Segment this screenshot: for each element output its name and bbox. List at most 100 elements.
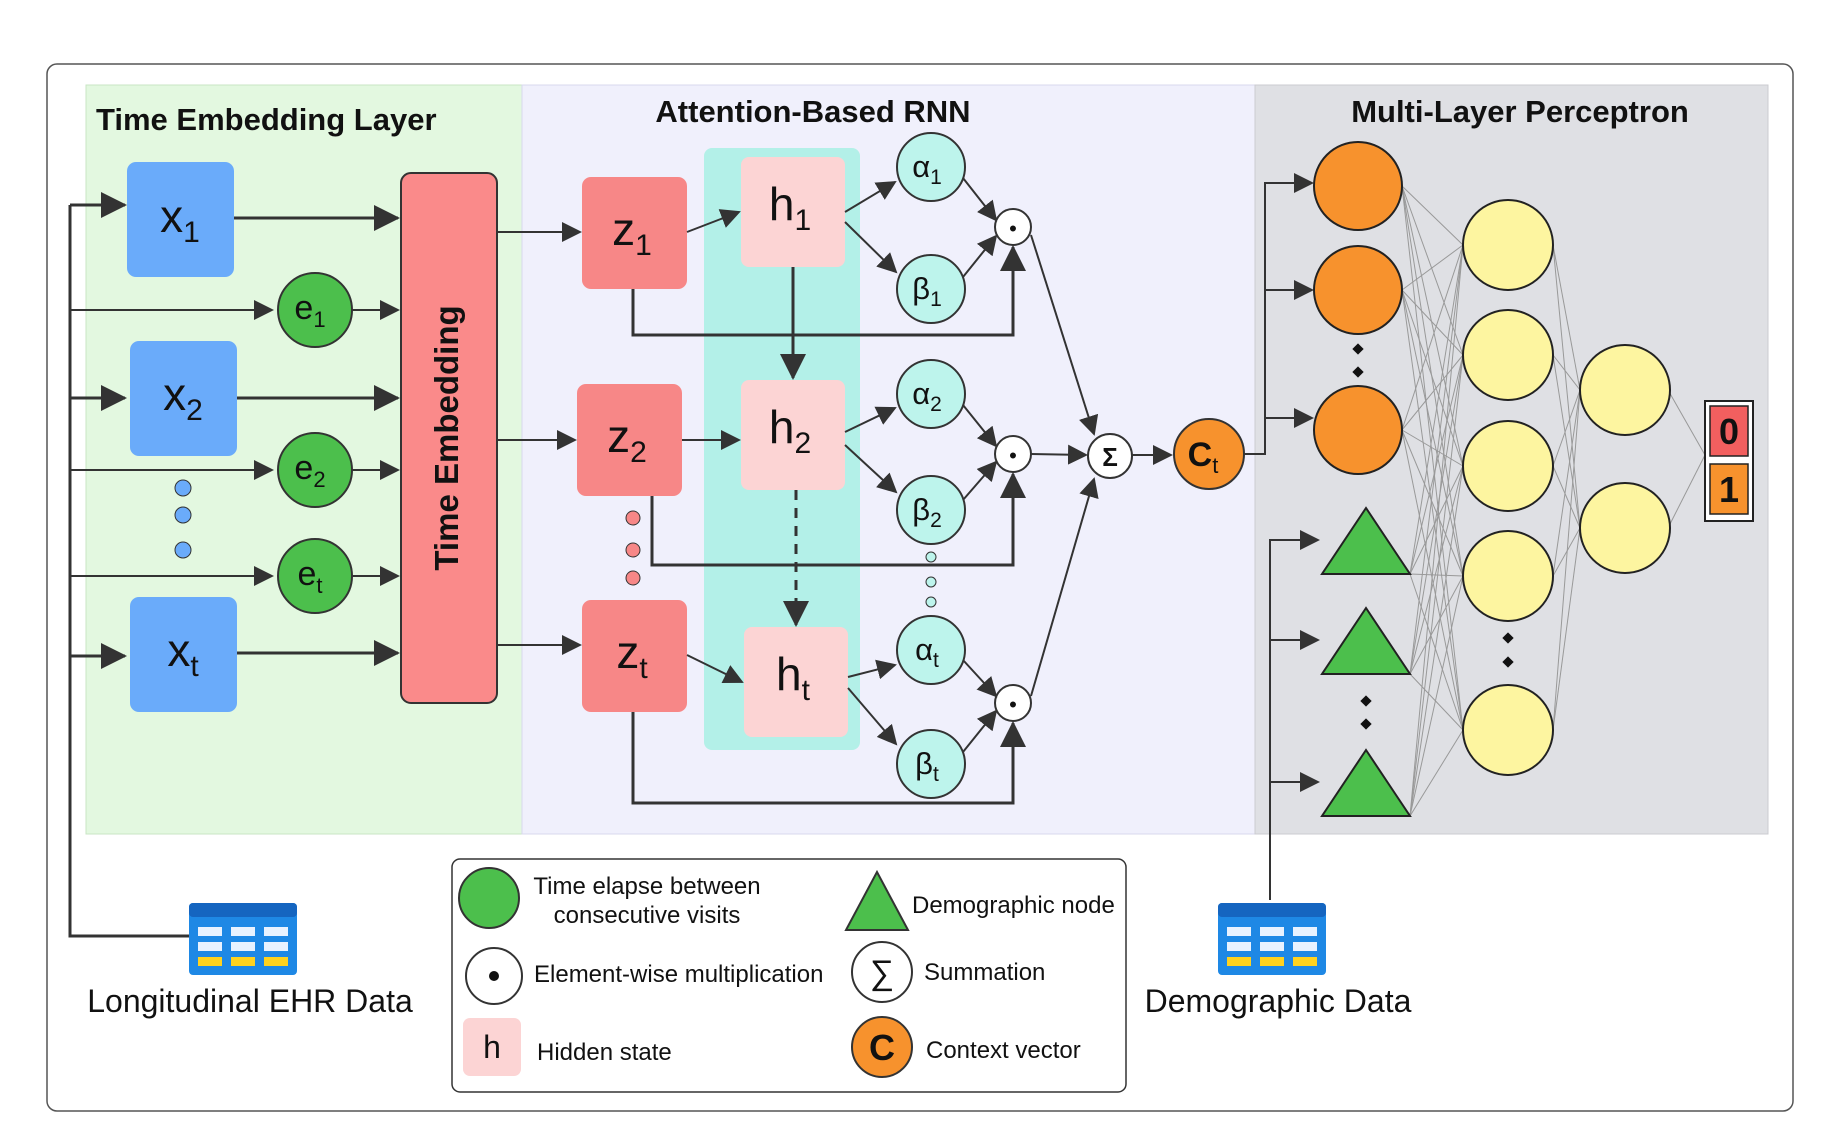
beta-node-2: β2 — [896, 475, 966, 545]
mlp-edge-in5-h1-3 — [1409, 465, 1464, 675]
mlp-edge-in5-h1-4 — [1409, 575, 1464, 675]
mlp-hidden1-1 — [1462, 199, 1554, 291]
mlp-edge-in4-h1-2 — [1409, 354, 1464, 575]
mlp-edge-in3-h1-3 — [1401, 429, 1464, 467]
mlp-hidden1-5 — [1462, 684, 1554, 776]
legend-hidden-icon — [463, 1018, 521, 1076]
legend-hidden-state: h Hidden state — [463, 1018, 672, 1076]
time-embedding-block: Time Embedding — [400, 172, 498, 704]
mlp-edge-in1-h1-3 — [1401, 185, 1464, 467]
recurrent-arrows — [780, 267, 809, 627]
svg-text:β1: β1 — [912, 271, 942, 311]
legend-demographic: Demographic node — [844, 869, 1115, 931]
demographic-node-1 — [1320, 506, 1412, 575]
demographic-ellipsis — [1360, 695, 1372, 730]
e-node-t: et — [277, 538, 353, 614]
mlp-edge-in3-h1-1 — [1401, 244, 1464, 431]
mlp-edge-in3-h1-2 — [1401, 354, 1464, 431]
svg-text:α2: α2 — [912, 376, 942, 416]
e1-label: e1 — [294, 289, 325, 332]
mlp-edge-in2-h1-5 — [1401, 289, 1464, 731]
x-ellipsis — [174, 479, 192, 559]
mlp-edge-in4-h1-1 — [1409, 244, 1464, 575]
z1-label: z1 — [612, 203, 652, 262]
svg-text:Context vector: Context vector — [926, 1037, 1081, 1064]
ehr-data-caption: Longitudinal EHR Data — [87, 983, 413, 1019]
dot-node-t: • — [994, 684, 1032, 722]
beta-node-1: β1 — [896, 254, 966, 324]
mlp-edge-h1-2-h2-2 — [1552, 354, 1581, 529]
dot-node-1: • — [994, 208, 1032, 246]
mlp-hidden2-2 — [1579, 482, 1671, 574]
svg-text:Element-wise multiplication: Element-wise multiplication — [534, 961, 823, 988]
alpha-node-1: α1 — [896, 132, 966, 202]
svg-text:1: 1 — [1719, 469, 1739, 510]
svg-text:α1: α1 — [912, 149, 942, 189]
demographic-node-3 — [1320, 748, 1412, 817]
xt-label: xt — [167, 624, 199, 683]
dot-to-sum-arrows — [1030, 234, 1099, 697]
x1-label: x1 — [160, 190, 200, 249]
mlp-output: 0 1 — [1704, 400, 1754, 522]
demographic-input-lines — [1269, 530, 1320, 900]
mlp-edge-in4-h1-4 — [1409, 573, 1464, 577]
time-embedding-label: Time Embedding — [428, 305, 465, 570]
embed-output-arrows — [497, 222, 582, 655]
context-to-mlp-arrows — [1244, 173, 1314, 455]
mlp-edge-in2-h1-3 — [1401, 289, 1464, 467]
legend-time-elapse: Time elapse between consecutive visits — [458, 867, 761, 929]
h-node-t: ht — [744, 627, 848, 737]
output-1 — [1709, 463, 1749, 515]
svg-text:Σ: Σ — [1102, 442, 1118, 472]
e-node-1: e1 — [277, 272, 353, 348]
sum-node: Σ — [1087, 433, 1133, 479]
output-0 — [1709, 405, 1749, 457]
z-node-t: zt — [582, 600, 687, 712]
mlp-edge-in3-h1-5 — [1401, 429, 1464, 731]
legend-triangle-icon — [844, 869, 910, 931]
ehr-input-lines — [68, 192, 274, 938]
context-node: Ct — [1173, 418, 1245, 490]
svg-text:•: • — [1009, 692, 1017, 717]
mlp-edge-in1-h1-4 — [1401, 185, 1464, 577]
z-to-dot-loops — [631, 245, 1026, 805]
svg-text:Time elapse between: Time elapse between — [533, 873, 760, 900]
demographic-node-2 — [1320, 606, 1412, 675]
legend-green-circle-icon — [458, 867, 520, 929]
embed-input-arrows — [234, 205, 400, 666]
legend-context-icon — [851, 1016, 913, 1078]
demographic-database-icon — [1218, 903, 1326, 975]
ehr-database-icon — [189, 903, 297, 975]
mlp-edge-h1-3-h2-1 — [1552, 389, 1581, 467]
legend-elementwise: Element-wise multiplication — [465, 947, 823, 1005]
z-ellipsis — [625, 510, 641, 586]
svg-text:h: h — [483, 1029, 501, 1065]
attention-rnn-title: Attention-Based RNN — [655, 94, 970, 129]
h2-label: h2 — [769, 401, 811, 460]
mlp-edge-h1-4-h2-1 — [1552, 389, 1581, 577]
x2-label: x2 — [163, 368, 203, 427]
svg-text:C: C — [869, 1027, 895, 1068]
mlp-edge-in2-h1-2 — [1401, 289, 1464, 356]
mlp-connections — [1401, 185, 1706, 817]
mlp-input-orange-ellipsis — [1352, 343, 1364, 378]
attention-to-dot-arrows — [962, 177, 998, 753]
legend-context: C Context vector — [851, 1016, 1081, 1078]
mlp-edge-in2-h1-1 — [1401, 244, 1464, 291]
mlp-input-orange-1 — [1313, 141, 1403, 231]
mlp-edge-h1-3-h2-2 — [1552, 465, 1581, 529]
mlp-hidden1-3 — [1462, 420, 1554, 512]
mlp-edge-in6-h1-3 — [1409, 465, 1464, 817]
mlp-edge-in5-h1-2 — [1409, 354, 1464, 675]
dot-node-2: • — [994, 435, 1032, 473]
mlp-edge-in6-h1-4 — [1409, 575, 1464, 817]
svg-text:Summation: Summation — [924, 959, 1045, 986]
h-to-attention-arrows — [844, 180, 898, 746]
time-embedding-layer-title: Time Embedding Layer — [96, 102, 437, 137]
ht-label: ht — [776, 648, 811, 707]
svg-text:0: 0 — [1719, 411, 1739, 452]
zt-label: zt — [616, 626, 648, 685]
mlp-edge-h1-1-h2-2 — [1552, 244, 1581, 529]
svg-text:•: • — [1009, 443, 1017, 468]
svg-text:∑: ∑ — [870, 954, 894, 992]
